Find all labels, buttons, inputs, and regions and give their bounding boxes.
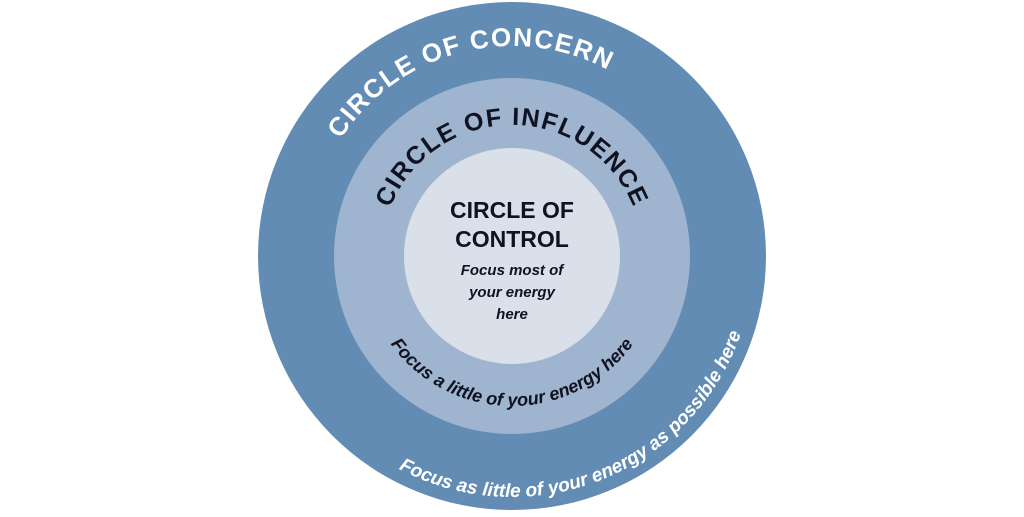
control-title-line1: CIRCLE OF xyxy=(450,197,574,223)
circle-of-control xyxy=(404,148,620,364)
control-caption-line3: here xyxy=(496,306,528,323)
control-title-line2: CONTROL xyxy=(455,226,569,252)
control-caption-line1: Focus most of xyxy=(461,262,566,279)
control-caption-line2: your energy xyxy=(468,284,556,301)
